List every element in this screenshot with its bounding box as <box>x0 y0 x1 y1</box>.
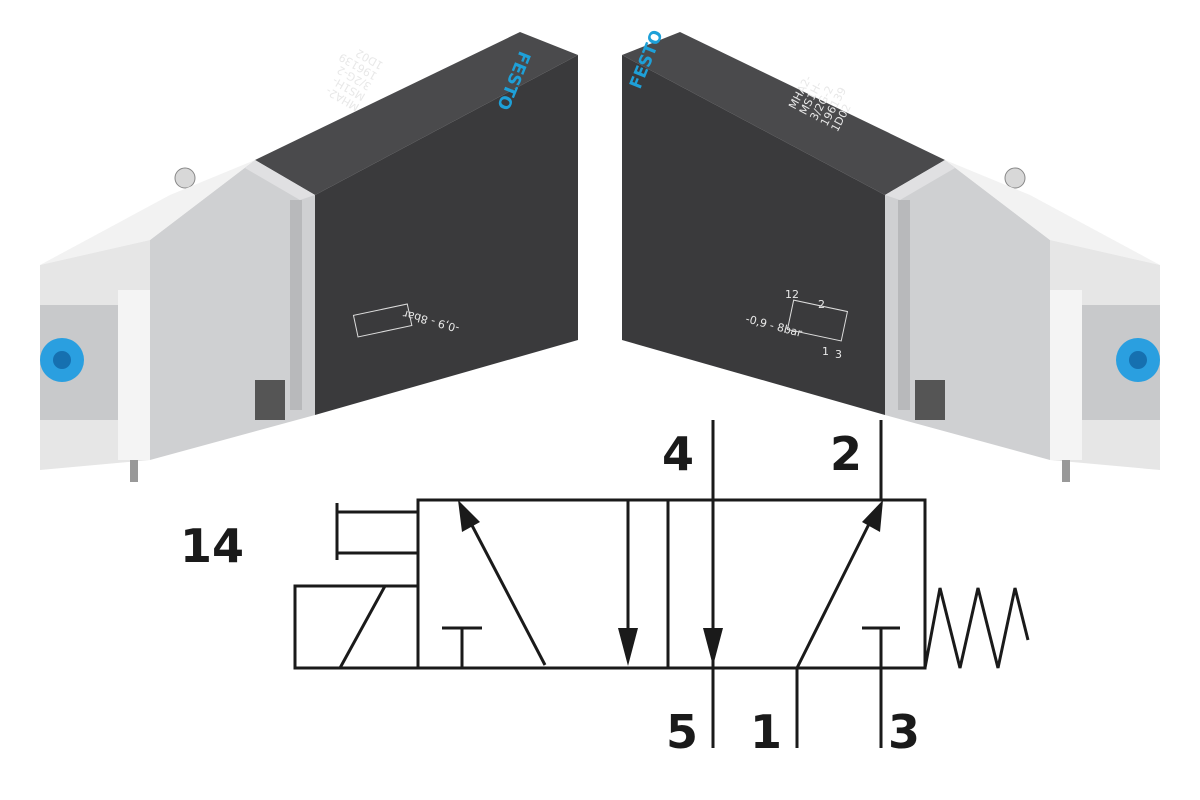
valve-symbol: 14 4 2 5 1 3 <box>180 420 1030 759</box>
port-label-1: 1 <box>750 705 782 759</box>
marking-port-2: 2 <box>818 298 825 311</box>
manual-override <box>335 503 418 560</box>
marking-symbol-right <box>786 299 849 342</box>
symbol-body <box>416 498 927 670</box>
type-label-left: MHA2- MS1H- 3/2G-2 196139 1D02 <box>324 46 386 114</box>
blocked-port <box>442 626 482 668</box>
type-label-right: MHA2- MS1H- 3/2G-2 196139 1D02 <box>786 73 854 134</box>
port-label-5: 5 <box>666 705 698 759</box>
marking-port-1: 1 <box>822 345 829 358</box>
flow-arrow <box>463 511 547 666</box>
solenoid <box>293 584 420 670</box>
flow-arrow <box>795 511 877 669</box>
marking-symbol-left <box>352 303 413 338</box>
valve-right: FESTO MHA2- MS1H- 3/2G-2 196139 1D02 -0,… <box>621 27 1161 483</box>
valve-left: FESTO MHA2- MS1H- 3/2G-2 196139 1D02 -0,… <box>39 31 579 483</box>
port-label-3: 3 <box>888 705 920 759</box>
port-label-14: 14 <box>180 519 244 573</box>
port-label-2: 2 <box>830 427 862 481</box>
port-label-4: 4 <box>662 427 694 481</box>
marking-port-3: 3 <box>835 348 842 361</box>
marking-port-12: 12 <box>785 288 799 301</box>
spring-return <box>923 587 1030 669</box>
port-3-line <box>862 626 900 748</box>
